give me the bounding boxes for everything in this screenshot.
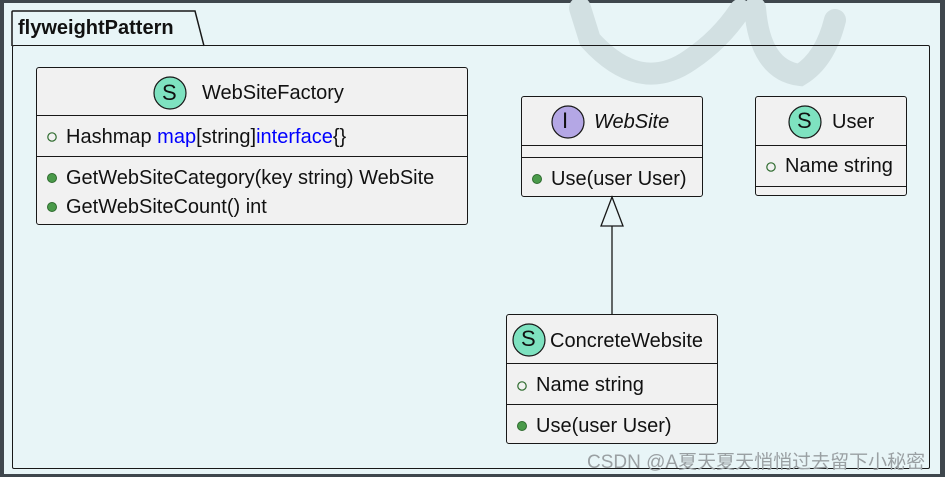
struct-badge-icon xyxy=(153,76,187,110)
stereotype-letter: I xyxy=(562,108,569,133)
field-hashmap: Hashmap map[string]interface{} xyxy=(66,126,346,149)
separator xyxy=(522,145,702,146)
method-use: Use(user User) xyxy=(551,168,687,190)
stereotype-letter: S xyxy=(162,80,177,105)
watermark-text: CSDN @A夏天夏天悄悄过去留下小秘密 xyxy=(587,452,926,473)
public-field-icon xyxy=(47,132,57,142)
separator xyxy=(756,145,906,146)
field-name: map xyxy=(157,126,197,148)
method-getwebsitecount: GetWebSiteCount() int xyxy=(66,196,267,218)
hollow-triangle-arrowhead-icon xyxy=(600,195,624,227)
frame-border-top xyxy=(0,0,945,3)
package-frame xyxy=(12,45,930,469)
class-name: ConcreteWebsite xyxy=(550,330,704,352)
interface-website[interactable]: I WebSite Use(user User) xyxy=(521,96,703,197)
class-name: WebSiteFactory xyxy=(202,82,344,104)
public-field-icon xyxy=(517,381,527,391)
field-name: Name string xyxy=(785,155,893,177)
stereotype-letter: S xyxy=(797,108,812,133)
field-key-type: [string] xyxy=(196,126,257,148)
separator xyxy=(522,157,702,158)
separator xyxy=(37,156,467,157)
field-name: Name string xyxy=(536,374,644,396)
public-method-icon xyxy=(532,174,542,184)
class-name: User xyxy=(832,111,875,133)
separator xyxy=(507,363,717,364)
field-braces: {} xyxy=(332,126,347,148)
interface-badge-icon xyxy=(551,105,585,139)
package-title: flyweightPattern xyxy=(18,17,174,39)
public-field-icon xyxy=(766,162,776,172)
stereotype-letter: S xyxy=(521,326,536,351)
frame-border-bottom xyxy=(0,474,945,477)
field-keyword: interface xyxy=(256,126,333,148)
class-user[interactable]: S User Name string xyxy=(755,96,907,196)
class-concretewebsite[interactable]: S ConcreteWebsite Name string Use(user U… xyxy=(506,314,718,444)
separator xyxy=(507,404,717,405)
method-getwebsitecategory: GetWebSiteCategory(key string) WebSite xyxy=(66,167,435,189)
method-use: Use(user User) xyxy=(536,415,672,437)
public-method-icon xyxy=(47,173,57,183)
interface-name: WebSite xyxy=(594,111,670,133)
struct-badge-icon xyxy=(788,105,822,139)
frame-border-right xyxy=(940,0,945,477)
frame-border-left xyxy=(0,0,4,477)
separator xyxy=(756,186,906,187)
separator xyxy=(37,115,467,116)
public-method-icon xyxy=(47,202,57,212)
class-websitefactory[interactable]: S WebSiteFactory Hashmap map[string]inte… xyxy=(36,67,468,225)
struct-badge-icon xyxy=(512,323,546,357)
public-method-icon xyxy=(517,421,527,431)
field-type: Hashmap xyxy=(66,126,152,148)
package-tab xyxy=(11,10,205,47)
